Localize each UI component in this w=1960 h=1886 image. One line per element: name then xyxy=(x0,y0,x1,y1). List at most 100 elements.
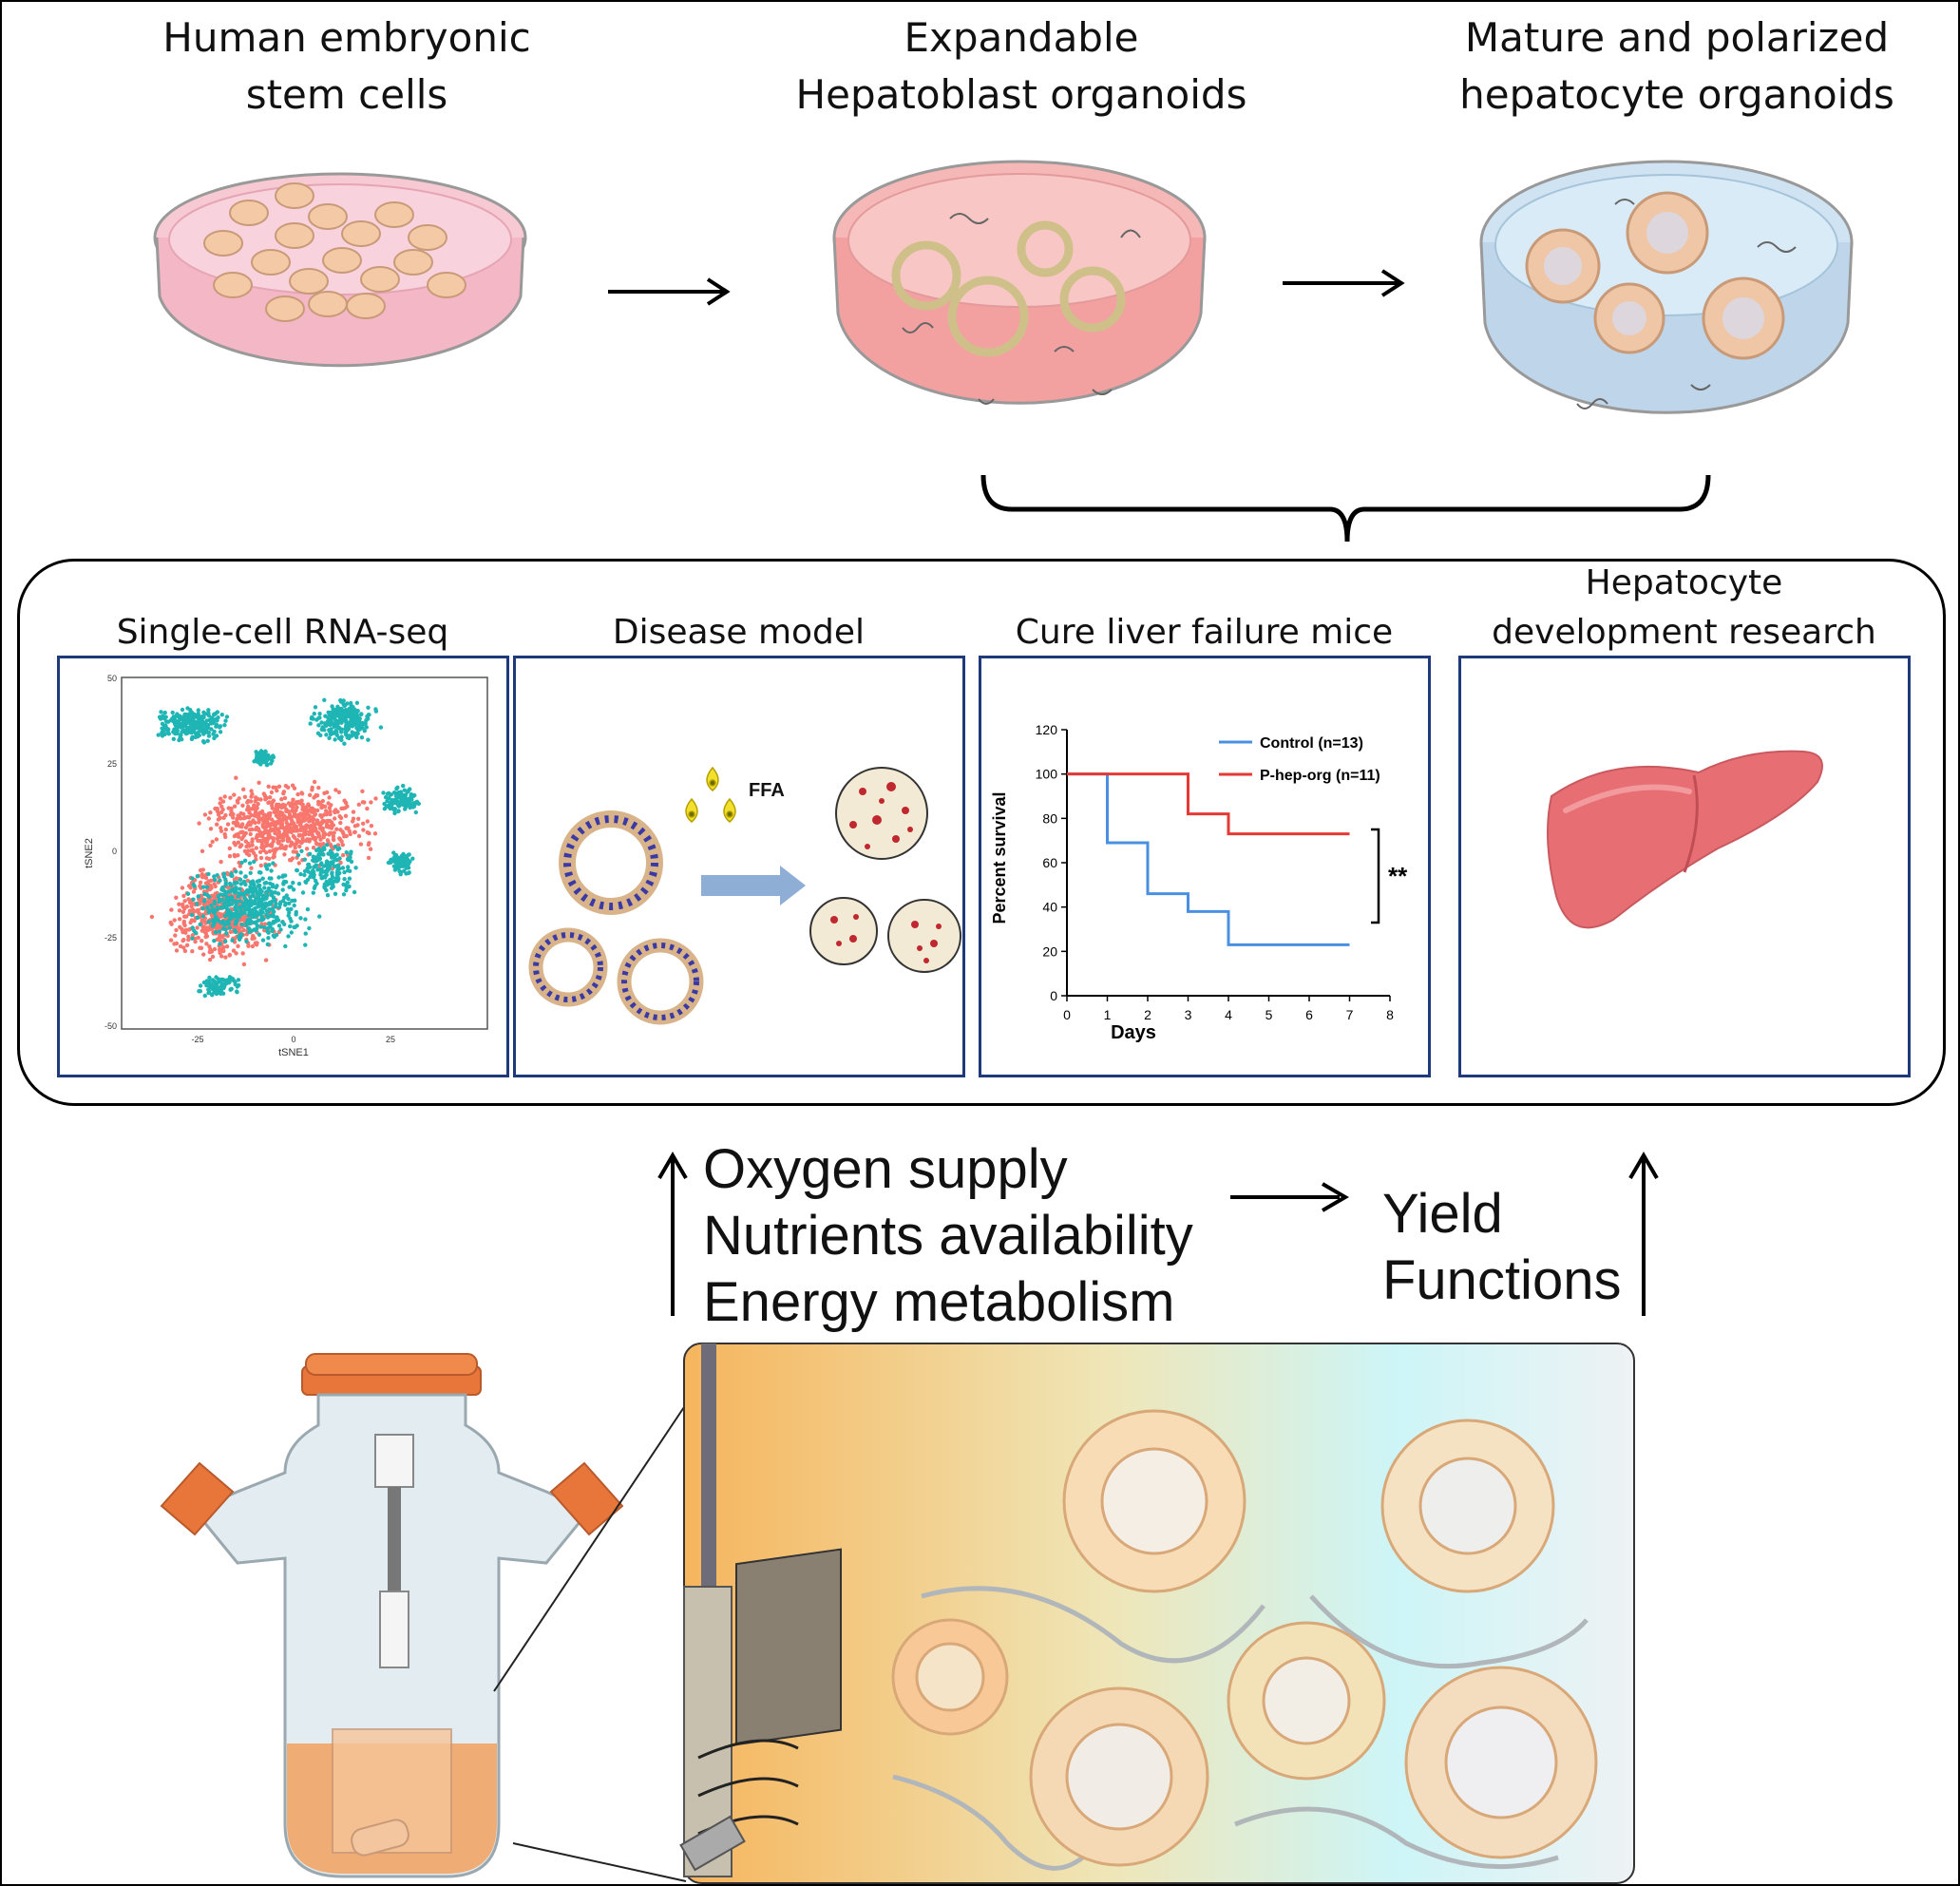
tsne-point xyxy=(230,827,235,831)
tsne-point xyxy=(216,817,221,822)
tsne-point xyxy=(255,923,259,928)
tsne-point xyxy=(297,839,303,845)
tsne-point xyxy=(218,942,222,946)
tsne-point xyxy=(321,864,327,868)
tsne-point xyxy=(290,801,295,806)
tsne-point xyxy=(403,795,408,800)
tsne-point xyxy=(273,823,277,829)
tsne-point xyxy=(254,835,259,841)
tsne-point xyxy=(269,827,274,831)
tsne-point xyxy=(215,873,219,878)
tsne-point xyxy=(183,930,188,935)
tsne-point xyxy=(255,814,260,819)
tsne-point xyxy=(398,790,404,794)
step-3-line2: hepatocyte organoids xyxy=(1459,71,1894,118)
tsne-point xyxy=(293,824,297,829)
tsne-point xyxy=(263,958,269,962)
tsne-point xyxy=(186,937,191,943)
tsne-point xyxy=(257,878,262,883)
tsne-point xyxy=(337,716,343,722)
tsne-point xyxy=(317,712,322,716)
tsne-point xyxy=(212,729,217,734)
tsne-point xyxy=(229,902,235,906)
tsne-point xyxy=(189,912,195,918)
tsne-point xyxy=(256,801,260,807)
tsne-point xyxy=(239,923,244,927)
tsne-point xyxy=(246,905,252,910)
tsne-point xyxy=(236,840,241,845)
tsne-point xyxy=(310,788,314,792)
panel-title-cure-liver-failure: Cure liver failure mice xyxy=(1015,613,1394,652)
tsne-point xyxy=(333,810,337,815)
tsne-point xyxy=(323,875,328,880)
tsne-point xyxy=(257,849,263,854)
tsne-point xyxy=(334,827,339,831)
tsne-point xyxy=(308,792,313,797)
tsne-point xyxy=(327,851,333,856)
tsne-point xyxy=(321,852,326,857)
tsne-point xyxy=(239,824,244,829)
tsne-point xyxy=(289,906,294,911)
tsne-point xyxy=(192,721,197,726)
tsne-point xyxy=(201,710,206,714)
tsne-point xyxy=(341,892,347,897)
tsne-point xyxy=(337,735,342,741)
tsne-point xyxy=(313,705,318,710)
tsne-point xyxy=(318,842,323,847)
tsne-point xyxy=(182,923,187,928)
tsne-point xyxy=(345,804,350,809)
liver-highlight xyxy=(1563,784,1692,813)
tsne-point xyxy=(303,943,308,947)
tsne-point xyxy=(236,853,240,858)
tsne-point xyxy=(216,986,220,992)
tsne-point xyxy=(314,878,318,884)
tsne-point xyxy=(339,730,344,734)
tsne-point xyxy=(248,885,253,889)
tsne-point xyxy=(317,826,323,830)
tsne-point xyxy=(236,813,240,818)
tsne-point xyxy=(340,866,346,870)
tsne-point xyxy=(337,856,342,861)
tsne-point xyxy=(304,847,310,851)
tsne-point xyxy=(262,886,267,890)
tsne-point xyxy=(238,899,242,904)
tsne-point xyxy=(219,990,224,996)
tsne-point xyxy=(217,899,221,905)
tsne-point xyxy=(232,924,237,930)
tsne-point xyxy=(260,876,265,881)
tsne-point xyxy=(219,905,223,910)
tsne-point xyxy=(276,875,281,880)
tsne-xtick: 25 xyxy=(386,1035,395,1044)
tsne-point xyxy=(223,827,228,832)
tsne-point xyxy=(395,865,400,869)
tsne-point xyxy=(190,876,195,881)
tsne-point xyxy=(324,887,329,893)
tsne-point xyxy=(213,990,219,995)
tsne-point xyxy=(362,721,368,726)
tsne-point xyxy=(247,852,252,858)
tsne-point xyxy=(178,734,182,739)
tsne-point xyxy=(340,843,345,848)
tsne-point xyxy=(318,837,323,842)
tsne-point xyxy=(277,902,282,907)
factor-list: Oxygen supply Nutrients availability Ene… xyxy=(703,1136,1193,1336)
tsne-point xyxy=(205,738,210,743)
tsne-point xyxy=(252,805,257,810)
tsne-point xyxy=(215,906,220,912)
tsne-point xyxy=(257,883,262,888)
tsne-point xyxy=(331,883,335,887)
tsne-point xyxy=(233,981,238,987)
tsne-point xyxy=(349,859,354,865)
tsne-point xyxy=(253,941,257,945)
tsne-point xyxy=(242,895,247,901)
tsne-point xyxy=(305,837,310,842)
tsne-point xyxy=(195,902,200,906)
tsne-point xyxy=(225,910,230,915)
tsne-point xyxy=(171,736,176,741)
tsne-point xyxy=(282,795,288,801)
tsne-point xyxy=(324,824,329,829)
tsne-point xyxy=(182,948,188,954)
tsne-point xyxy=(215,718,219,723)
tsne-point xyxy=(282,852,287,857)
tsne-point xyxy=(261,897,267,902)
